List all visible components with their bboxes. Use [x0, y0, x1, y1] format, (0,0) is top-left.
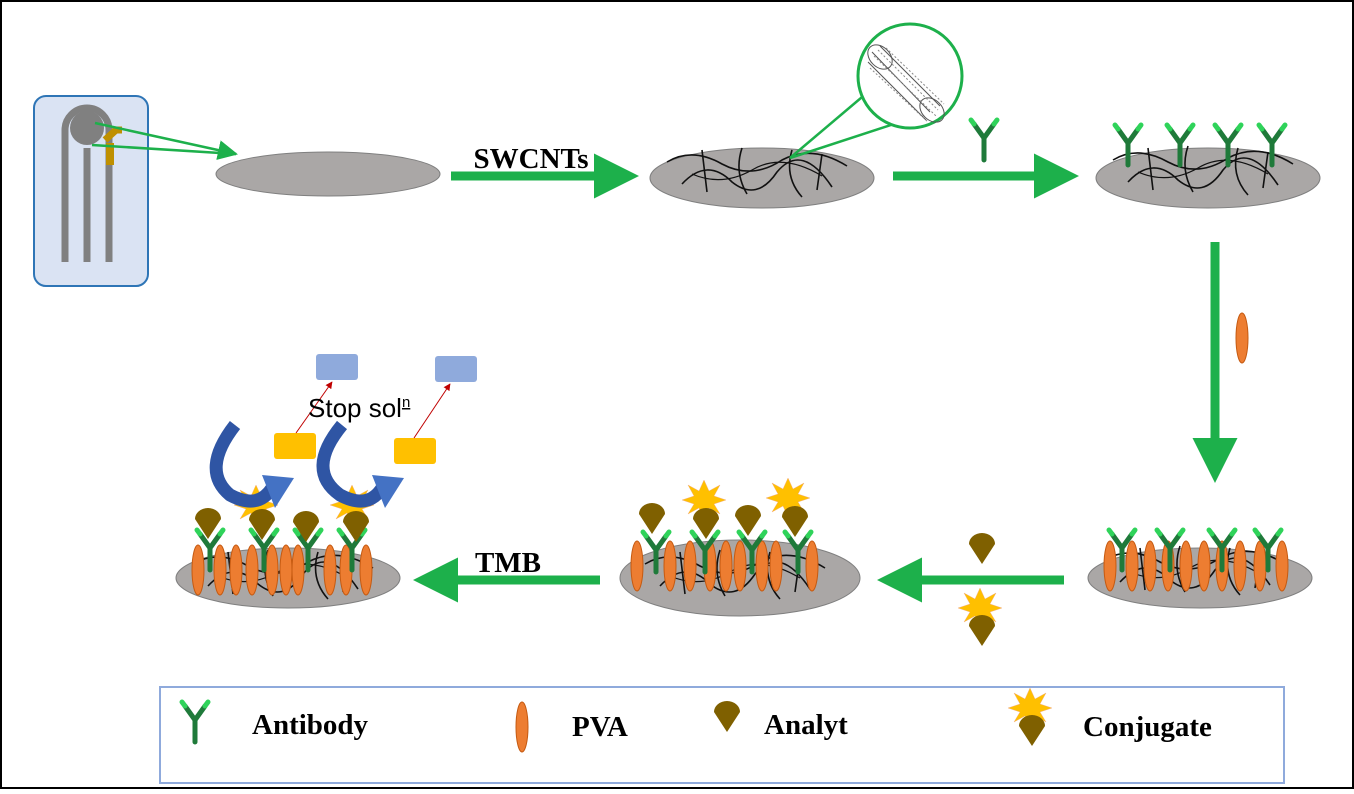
- screen-printed-electrode: [33, 95, 149, 287]
- reaction-arrow-1: [295, 381, 333, 434]
- nanotube-zoom: [789, 22, 964, 160]
- bare-electrode-disc: [215, 151, 441, 197]
- detection-disc: [175, 484, 401, 609]
- blocked-disc: [1087, 530, 1313, 609]
- curved-arrow-1: [209, 421, 294, 508]
- legend-analyt-label: Analyt: [764, 709, 848, 741]
- swcnt-modified-disc: [649, 147, 875, 209]
- label-stop-solution: Stop soln: [308, 393, 410, 423]
- label-tmb: TMB: [475, 547, 541, 579]
- reaction-arrow-2: [413, 383, 451, 439]
- legend: Antibody PVA Analyt Conjugate: [159, 686, 1285, 784]
- substrate-box-2: [394, 438, 436, 464]
- legend-conjugate-label: Conjugate: [1083, 711, 1212, 743]
- antibody-disc: [1095, 125, 1321, 209]
- zoom-line-2: [91, 143, 237, 156]
- pva-reagent-icon: [1235, 312, 1249, 364]
- sandwich-disc: [619, 477, 861, 617]
- label-swcnts: SWCNTs: [474, 143, 589, 175]
- legend-pva-icon: [515, 701, 529, 753]
- product-box-2: [435, 356, 477, 382]
- product-box-1: [316, 354, 358, 380]
- curved-arrow-2: [316, 420, 404, 508]
- legend-pva-label: PVA: [572, 711, 628, 743]
- substrate-box-1: [274, 433, 316, 459]
- zoom-line-1: [94, 121, 238, 160]
- legend-antibody-label: Antibody: [252, 709, 369, 741]
